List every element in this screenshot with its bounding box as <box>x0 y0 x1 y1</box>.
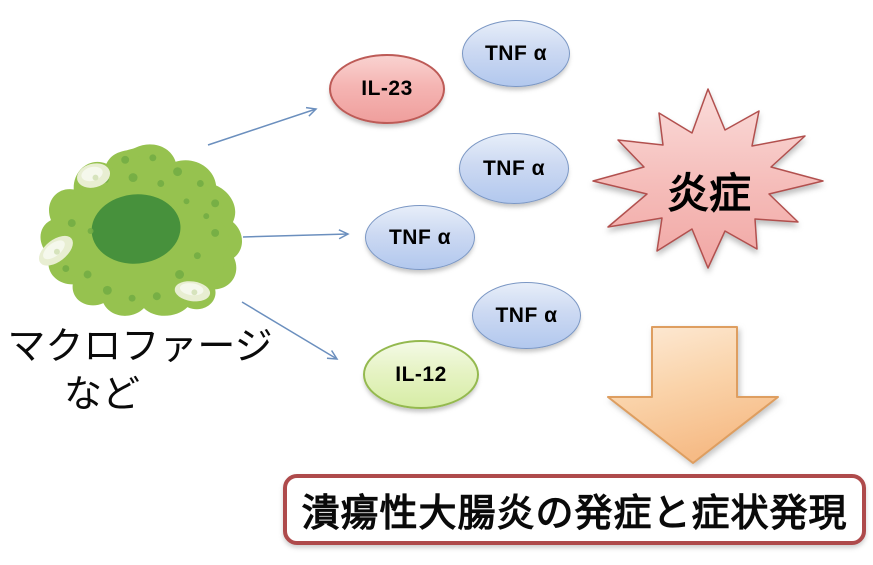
inflammation-burst-icon <box>592 88 824 269</box>
node-il23: IL-23 <box>329 54 445 124</box>
node-tnf-alpha-top: TNF α <box>462 20 570 87</box>
node-tnf-alpha-right: TNF α <box>459 133 569 204</box>
node-il12-label: IL-12 <box>395 362 447 386</box>
outcome-box: 潰瘍性大腸炎の発症と症状発現 <box>283 474 866 545</box>
cell-nucleus <box>91 194 181 264</box>
outcome-label: 潰瘍性大腸炎の発症と症状発現 <box>301 493 848 535</box>
node-tnf-bottom-label: TNF α <box>495 303 558 327</box>
node-tnf-right-label: TNF α <box>482 156 546 180</box>
macrophage-label: マクロファージ など <box>6 324 274 420</box>
inflammation-label: 炎症 <box>666 170 751 217</box>
macrophage-label-line1: マクロファージ <box>7 326 273 368</box>
node-tnf-top-label: TNF α <box>484 41 548 65</box>
macrophage-label-line2: など <box>63 373 140 416</box>
macrophage-illustration <box>38 144 243 316</box>
arrow-to-il23-icon <box>207 106 318 146</box>
node-tnf-alpha-middle: TNF α <box>365 205 475 270</box>
node-tnf-middle-label: TNF α <box>388 225 452 249</box>
node-il12: IL-12 <box>363 340 479 409</box>
node-il23-label: IL-23 <box>361 77 413 100</box>
cell-granules <box>62 154 220 302</box>
cell-vacuoles <box>38 163 211 302</box>
arrow-to-il12-icon <box>241 301 339 360</box>
node-tnf-alpha-bottom: TNF α <box>472 282 581 349</box>
down-arrow-icon <box>607 326 779 464</box>
arrow-to-tnf-icon <box>242 229 350 240</box>
